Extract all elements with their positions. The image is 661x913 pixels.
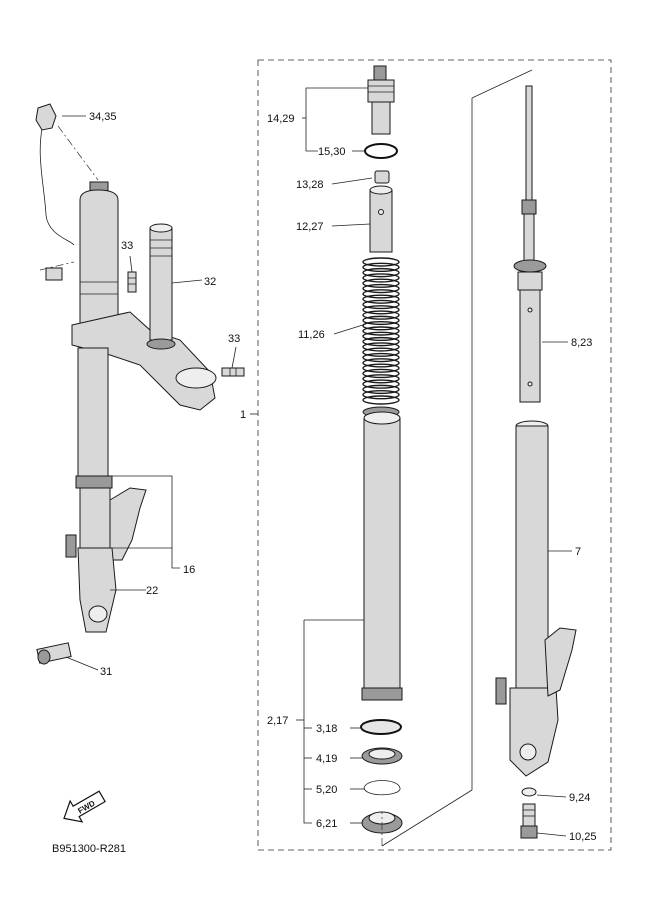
spring-coil — [362, 310, 400, 320]
outer-tube-band — [75, 475, 113, 489]
spring-coil — [362, 299, 400, 310]
exploded-internals — [360, 65, 403, 834]
inner-tube — [361, 411, 403, 701]
clamp-ring — [175, 367, 217, 389]
spring-coil — [362, 331, 400, 342]
callout-33-right: 33 — [228, 333, 240, 345]
sensor-wire — [39, 111, 75, 246]
spring-coil — [362, 267, 400, 278]
callout-9-24: 9,24 — [569, 792, 590, 804]
spring-coil — [362, 273, 400, 283]
spring-coil — [362, 305, 400, 315]
spring-coil — [362, 257, 400, 267]
spring-coil — [362, 368, 400, 379]
leader-lines — [62, 87, 572, 837]
spacer-collar — [369, 185, 393, 253]
outer-tube-7 — [495, 420, 577, 777]
o-ring — [364, 143, 398, 159]
spring-coil — [362, 347, 400, 357]
callout-16: 16 — [183, 564, 195, 576]
damper-cartridge — [513, 259, 547, 403]
assembled-fork-leg — [35, 103, 245, 665]
callout-14-29: 14,29 — [267, 113, 295, 125]
spring-coil — [362, 294, 400, 304]
spring-coil — [362, 395, 400, 405]
callout-5-20: 5,20 — [316, 784, 337, 796]
assembly-boundary — [257, 59, 612, 851]
callout-22: 22 — [146, 585, 158, 597]
spring-coil — [362, 342, 400, 352]
fork-spring — [362, 257, 400, 418]
spring-coil — [362, 315, 400, 326]
spring-coil — [362, 262, 400, 273]
pinch-bolt-33-right — [221, 367, 245, 377]
spring-coil — [362, 358, 400, 368]
spring-coil — [362, 289, 400, 299]
spring-coil — [362, 374, 400, 384]
callout-11-26: 11,26 — [298, 329, 325, 341]
steering-stem — [149, 227, 173, 341]
callout-34-35: 34,35 — [89, 111, 117, 123]
callout-12-27: 12,27 — [296, 221, 324, 233]
pinch-bolt-33-left — [127, 271, 137, 293]
damper-and-tube — [495, 85, 577, 839]
drawing-code: B951300-R281 — [52, 843, 126, 855]
spring-coil — [362, 278, 400, 288]
sensor-connector — [35, 103, 57, 131]
callout-8-23: 8,23 — [571, 337, 592, 349]
callout-7: 7 — [575, 546, 581, 558]
spring-coil — [362, 283, 400, 294]
cap-bolt — [367, 65, 395, 135]
callout-31: 31 — [100, 666, 112, 678]
circlip-5-20 — [363, 780, 401, 796]
outer-tube-upper — [79, 189, 119, 331]
spring-coil — [362, 379, 400, 389]
dust-seal-3-18 — [360, 719, 402, 735]
damper-rod — [525, 85, 533, 207]
bolt-10-25 — [520, 803, 538, 839]
callout-1: 1 — [240, 409, 246, 421]
callout-32: 32 — [204, 276, 216, 288]
locknut — [374, 170, 390, 184]
callout-2-17: 2,17 — [267, 715, 288, 727]
spring-coil — [362, 363, 400, 373]
spring-coil — [362, 320, 400, 331]
caliper-bracket — [109, 487, 147, 561]
callout-4-19: 4,19 — [316, 753, 337, 765]
outer-tube-lower — [77, 347, 109, 479]
axle-bolt-31 — [36, 642, 72, 665]
wire-plug — [45, 267, 63, 281]
spring-coil — [362, 326, 400, 336]
callout-10-25: 10,25 — [569, 831, 597, 843]
washer-9-24 — [521, 787, 537, 797]
oil-seal-4-19 — [361, 747, 403, 765]
spring-coil — [362, 384, 400, 395]
callout-33-left: 33 — [121, 240, 133, 252]
callout-15-30: 15,30 — [318, 146, 346, 158]
spring-coil — [362, 352, 400, 363]
callout-6-21: 6,21 — [316, 818, 337, 830]
fwd-arrow-icon: FWD — [63, 790, 106, 823]
spring-coil — [362, 389, 400, 400]
callout-3-18: 3,18 — [316, 723, 337, 735]
spring-coil — [362, 336, 400, 347]
callout-13-28: 13,28 — [296, 179, 324, 191]
